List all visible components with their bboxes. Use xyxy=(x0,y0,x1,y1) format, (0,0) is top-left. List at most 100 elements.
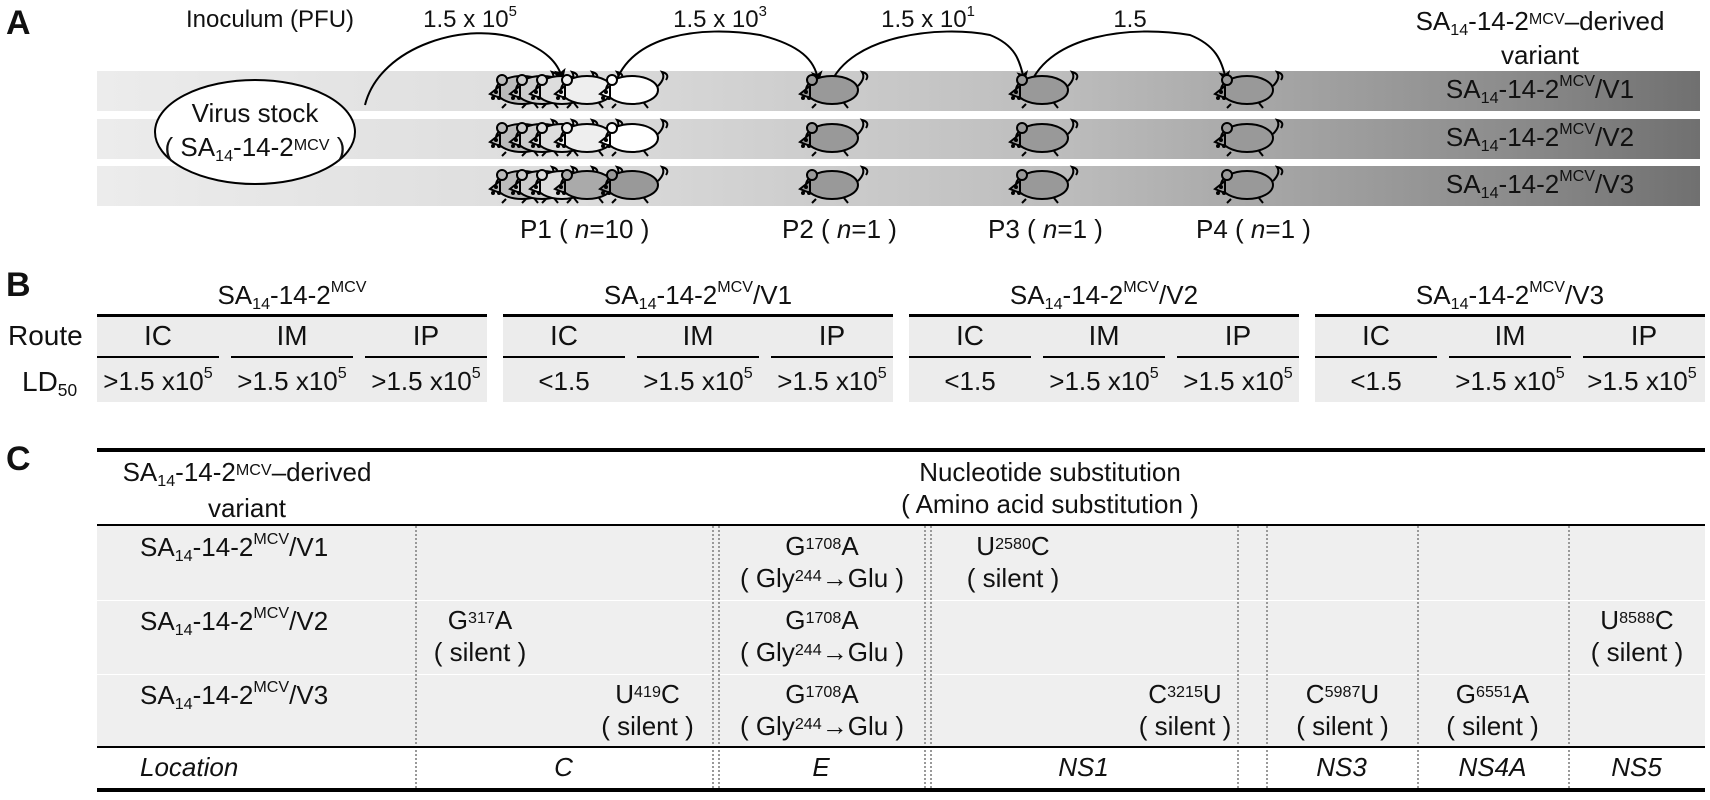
region-divider xyxy=(712,526,714,788)
ld50-block-bg xyxy=(909,316,1299,402)
rule xyxy=(1449,356,1571,358)
row-separator xyxy=(97,674,1705,675)
mutation-cell: G1708A ( Gly244→Glu ) xyxy=(739,605,905,667)
route-label: Route xyxy=(8,320,83,351)
mutation-cell: G1708A ( Gly244→Glu ) xyxy=(739,679,905,741)
variant-row-label: SA14-14-2MCV/V1 xyxy=(140,530,329,565)
region-divider xyxy=(930,526,932,788)
mutation-table-bg xyxy=(97,526,1705,746)
ld50-value: >1.5 x105 xyxy=(1587,364,1697,396)
ld50-virus-title: SA14-14-2MCV/V1 xyxy=(603,278,793,313)
route-cell: IM xyxy=(682,320,714,351)
ld50-block-bg xyxy=(1315,316,1705,402)
route-cell: IP xyxy=(1630,320,1658,351)
variant-row-label: SA14-14-2MCV/V2 xyxy=(140,604,329,639)
ld50-value: <1.5 xyxy=(944,366,996,396)
route-cell: IM xyxy=(1088,320,1120,351)
rule xyxy=(97,314,487,317)
route-cell: IP xyxy=(1224,320,1252,351)
rule xyxy=(1315,314,1705,317)
mutation-cell: G1708A ( Gly244→Glu ) xyxy=(739,531,905,593)
panel-a-label: A xyxy=(6,4,31,42)
ld50-virus-title: SA14-14-2MCV/V2 xyxy=(1009,278,1199,313)
region-divider xyxy=(1417,526,1419,788)
rule xyxy=(97,448,1705,452)
rule xyxy=(503,356,625,358)
route-cell: IC xyxy=(1362,320,1390,351)
ld50-value: <1.5 xyxy=(538,366,590,396)
mouse-group-p1 xyxy=(489,71,669,204)
passage-arrow xyxy=(364,32,566,106)
rule xyxy=(1043,356,1165,358)
dose-label: 1.5 x 105 xyxy=(423,4,517,33)
region-divider xyxy=(718,526,720,788)
mutation-cell: U2580C ( silent ) xyxy=(966,531,1060,593)
region-divider xyxy=(924,526,926,788)
variant-name: SA14-14-2MCV/V2 xyxy=(1445,120,1635,155)
row-separator xyxy=(97,600,1705,601)
route-cell: IM xyxy=(276,320,308,351)
derived-variant-header: SA14-14-2MCV–derived variant xyxy=(1415,6,1665,70)
variant-name: SA14-14-2MCV/V1 xyxy=(1445,72,1635,107)
mutation-cell: U419C ( silent ) xyxy=(601,679,694,741)
mutation-cell: U8588C ( silent ) xyxy=(1590,605,1684,667)
region-divider xyxy=(1266,526,1268,788)
ld50-value: >1.5 x105 xyxy=(1049,364,1159,396)
rule xyxy=(1583,356,1705,358)
passage-label: P1 ( n=10 ) xyxy=(520,214,650,244)
ld50-value: >1.5 x105 xyxy=(371,364,481,396)
variant-name: SA14-14-2MCV/V3 xyxy=(1445,167,1635,202)
substitution-header: Nucleotide substitution ( Amino acid sub… xyxy=(901,457,1199,519)
ld50-block-bg xyxy=(503,316,893,402)
route-cell: IC xyxy=(144,320,172,351)
ld50-value: <1.5 xyxy=(1350,366,1402,396)
ld50-value: >1.5 x105 xyxy=(1455,364,1565,396)
ld50-virus-title: SA14-14-2MCV xyxy=(217,278,367,313)
mouse-group-p4 xyxy=(1214,71,1284,204)
mutation-cell: C5987U ( silent ) xyxy=(1296,679,1389,741)
route-cell: IM xyxy=(1494,320,1526,351)
inoculum-label: Inoculum (PFU) xyxy=(186,6,355,33)
passage-arrow xyxy=(829,30,1029,86)
dose-label: 1.5 x 103 xyxy=(673,4,767,33)
passage-label: P3 ( n=1 ) xyxy=(988,214,1103,244)
route-cell: IP xyxy=(412,320,440,351)
mouse-group-p2 xyxy=(799,71,869,204)
ld50-block-bg xyxy=(97,316,487,402)
location-ns3: NS3 xyxy=(1316,752,1367,782)
passage-arrow xyxy=(1029,30,1231,86)
ld50-label: LD50 xyxy=(22,366,78,400)
route-cell: IP xyxy=(818,320,846,351)
variant-column-header: SA14-14-2MCV–derived variant xyxy=(122,457,372,523)
dose-label: 1.5 xyxy=(1113,6,1147,33)
region-divider xyxy=(1237,526,1239,788)
variant-row-label: SA14-14-2MCV/V3 xyxy=(140,678,329,713)
rule xyxy=(1315,356,1437,358)
rule xyxy=(909,356,1031,358)
rule xyxy=(637,356,759,358)
rule xyxy=(97,356,219,358)
region-divider xyxy=(415,526,417,788)
dose-label: 1.5 x 101 xyxy=(881,4,975,33)
mutation-cell: C3215U ( silent ) xyxy=(1138,679,1232,741)
passage-arrow xyxy=(614,30,823,86)
passage-diagram xyxy=(154,30,1284,204)
region-divider xyxy=(1568,526,1570,788)
passage-label: P4 ( n=1 ) xyxy=(1196,214,1311,244)
ld50-virus-title: SA14-14-2MCV/V3 xyxy=(1415,278,1605,313)
mouse-group-p3 xyxy=(1009,71,1079,204)
rule xyxy=(1177,356,1299,358)
ld50-value: >1.5 x105 xyxy=(237,364,347,396)
location-label: Location xyxy=(140,752,239,782)
virus-stock-label: Virus stock ( SA14-14-2MCV ) xyxy=(164,98,346,165)
location-ns4a: NS4A xyxy=(1458,752,1527,782)
rule xyxy=(97,746,1705,748)
mutation-cell: G6551A ( silent ) xyxy=(1446,679,1539,741)
ld50-value: >1.5 x105 xyxy=(1183,364,1293,396)
location-ns5: NS5 xyxy=(1611,752,1662,782)
route-cell: IC xyxy=(550,320,578,351)
rule xyxy=(909,314,1299,317)
mutation-cell: G317A ( silent ) xyxy=(433,605,527,667)
passage-band xyxy=(97,166,1700,206)
rule xyxy=(503,314,893,317)
